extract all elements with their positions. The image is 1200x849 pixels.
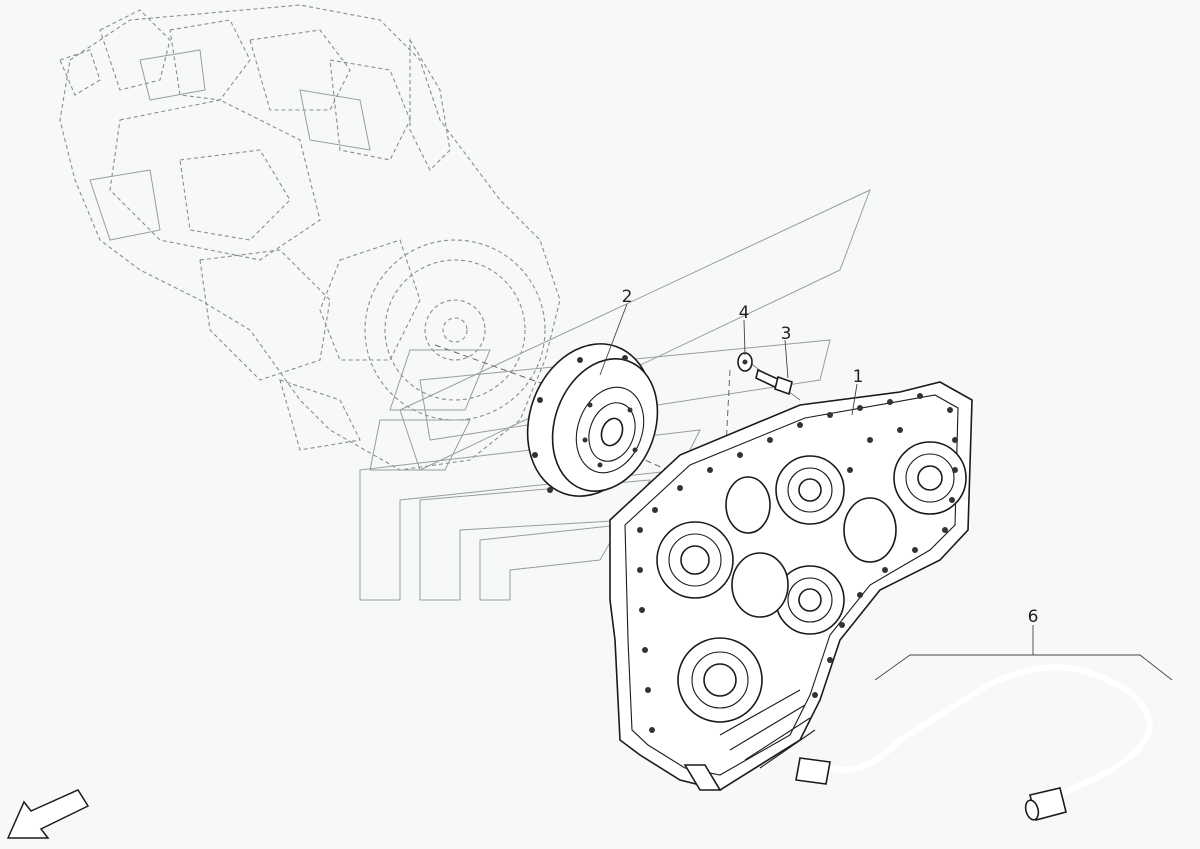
callout-1[interactable]: 1 [853, 367, 864, 387]
leader-lines [599, 303, 1173, 681]
front-direction-arrow-icon [6, 789, 90, 839]
callout-2[interactable]: 2 [622, 287, 633, 307]
engine-ghost-outline [59, 4, 561, 471]
part-6-oil-pipe[interactable] [795, 664, 1154, 822]
part-4-washer[interactable] [737, 352, 753, 372]
callout-6[interactable]: 6 [1028, 607, 1039, 627]
part-1-gearbox-housing[interactable] [609, 381, 973, 791]
callout-4[interactable]: 4 [739, 303, 750, 323]
part-2-coupling[interactable] [507, 326, 675, 514]
callout-3[interactable]: 3 [781, 324, 792, 344]
part-3-bolt[interactable] [755, 368, 793, 396]
